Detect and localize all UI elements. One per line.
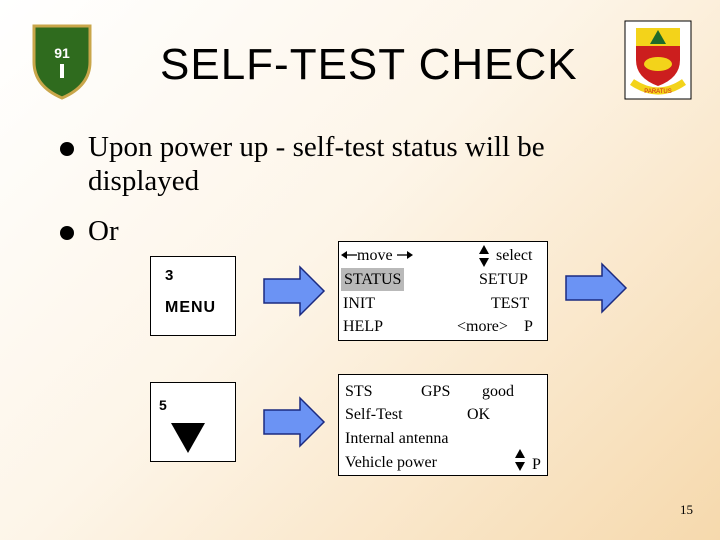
internal-antenna-label: Internal antenna bbox=[345, 430, 449, 447]
unit-badge-logo: 91 bbox=[32, 24, 92, 100]
regiment-crest-logo: PARATUS bbox=[624, 20, 692, 100]
up-down-arrow-icon bbox=[515, 449, 525, 471]
bullet-text: Or bbox=[88, 215, 119, 247]
badge-number: 91 bbox=[54, 45, 70, 61]
menu-key-button[interactable]: 3 MENU bbox=[150, 256, 236, 336]
right-arrow-icon bbox=[565, 262, 628, 314]
self-test-label: Self-Test bbox=[345, 406, 403, 423]
sts-label: STS bbox=[345, 383, 373, 400]
bullet-dot-icon bbox=[60, 142, 74, 156]
radio-menu-screen: move select STATUS SETUP INIT TEST HELP … bbox=[338, 241, 548, 341]
key-number: 5 bbox=[159, 397, 167, 413]
menu-item-init: INIT bbox=[343, 295, 375, 312]
page-indicator: P bbox=[524, 318, 533, 335]
slide-title: SELF-TEST CHECK bbox=[160, 40, 578, 89]
up-down-arrow-icon bbox=[479, 245, 489, 267]
menu-item-status: STATUS bbox=[341, 268, 405, 291]
menu-item-more: <more> bbox=[457, 318, 508, 335]
menu-item-test: TEST bbox=[491, 295, 530, 312]
page-number: 15 bbox=[680, 502, 693, 517]
key-label: MENU bbox=[165, 299, 217, 316]
self-test-status-screen: STS GPS good Self-Test OK Internal anten… bbox=[338, 374, 548, 476]
select-label: select bbox=[496, 247, 533, 264]
bullet-item-1: Upon power up - self-test status will be… bbox=[60, 130, 648, 198]
left-arrow-icon bbox=[341, 251, 357, 259]
page-indicator: P bbox=[532, 456, 541, 473]
menu-item-help: HELP bbox=[343, 318, 383, 335]
gps-status-value: good bbox=[482, 383, 514, 400]
down-key-button[interactable]: 5 bbox=[150, 382, 236, 462]
bullet-item-2: Or bbox=[60, 214, 119, 248]
down-triangle-icon bbox=[171, 423, 205, 453]
vehicle-power-label: Vehicle power bbox=[345, 454, 437, 471]
move-label: move bbox=[357, 247, 393, 264]
right-arrow-icon bbox=[263, 396, 326, 448]
crest-motto: PARATUS bbox=[644, 89, 671, 95]
bullet-dot-icon bbox=[60, 226, 74, 240]
menu-item-setup: SETUP bbox=[479, 271, 528, 288]
gps-label: GPS bbox=[421, 383, 451, 400]
key-number: 3 bbox=[165, 267, 174, 284]
bullet-text: Upon power up - self-test status will be… bbox=[88, 131, 545, 197]
right-arrow-icon bbox=[263, 265, 326, 317]
right-arrow-small-icon bbox=[397, 251, 413, 259]
self-test-status-value: OK bbox=[467, 406, 491, 423]
